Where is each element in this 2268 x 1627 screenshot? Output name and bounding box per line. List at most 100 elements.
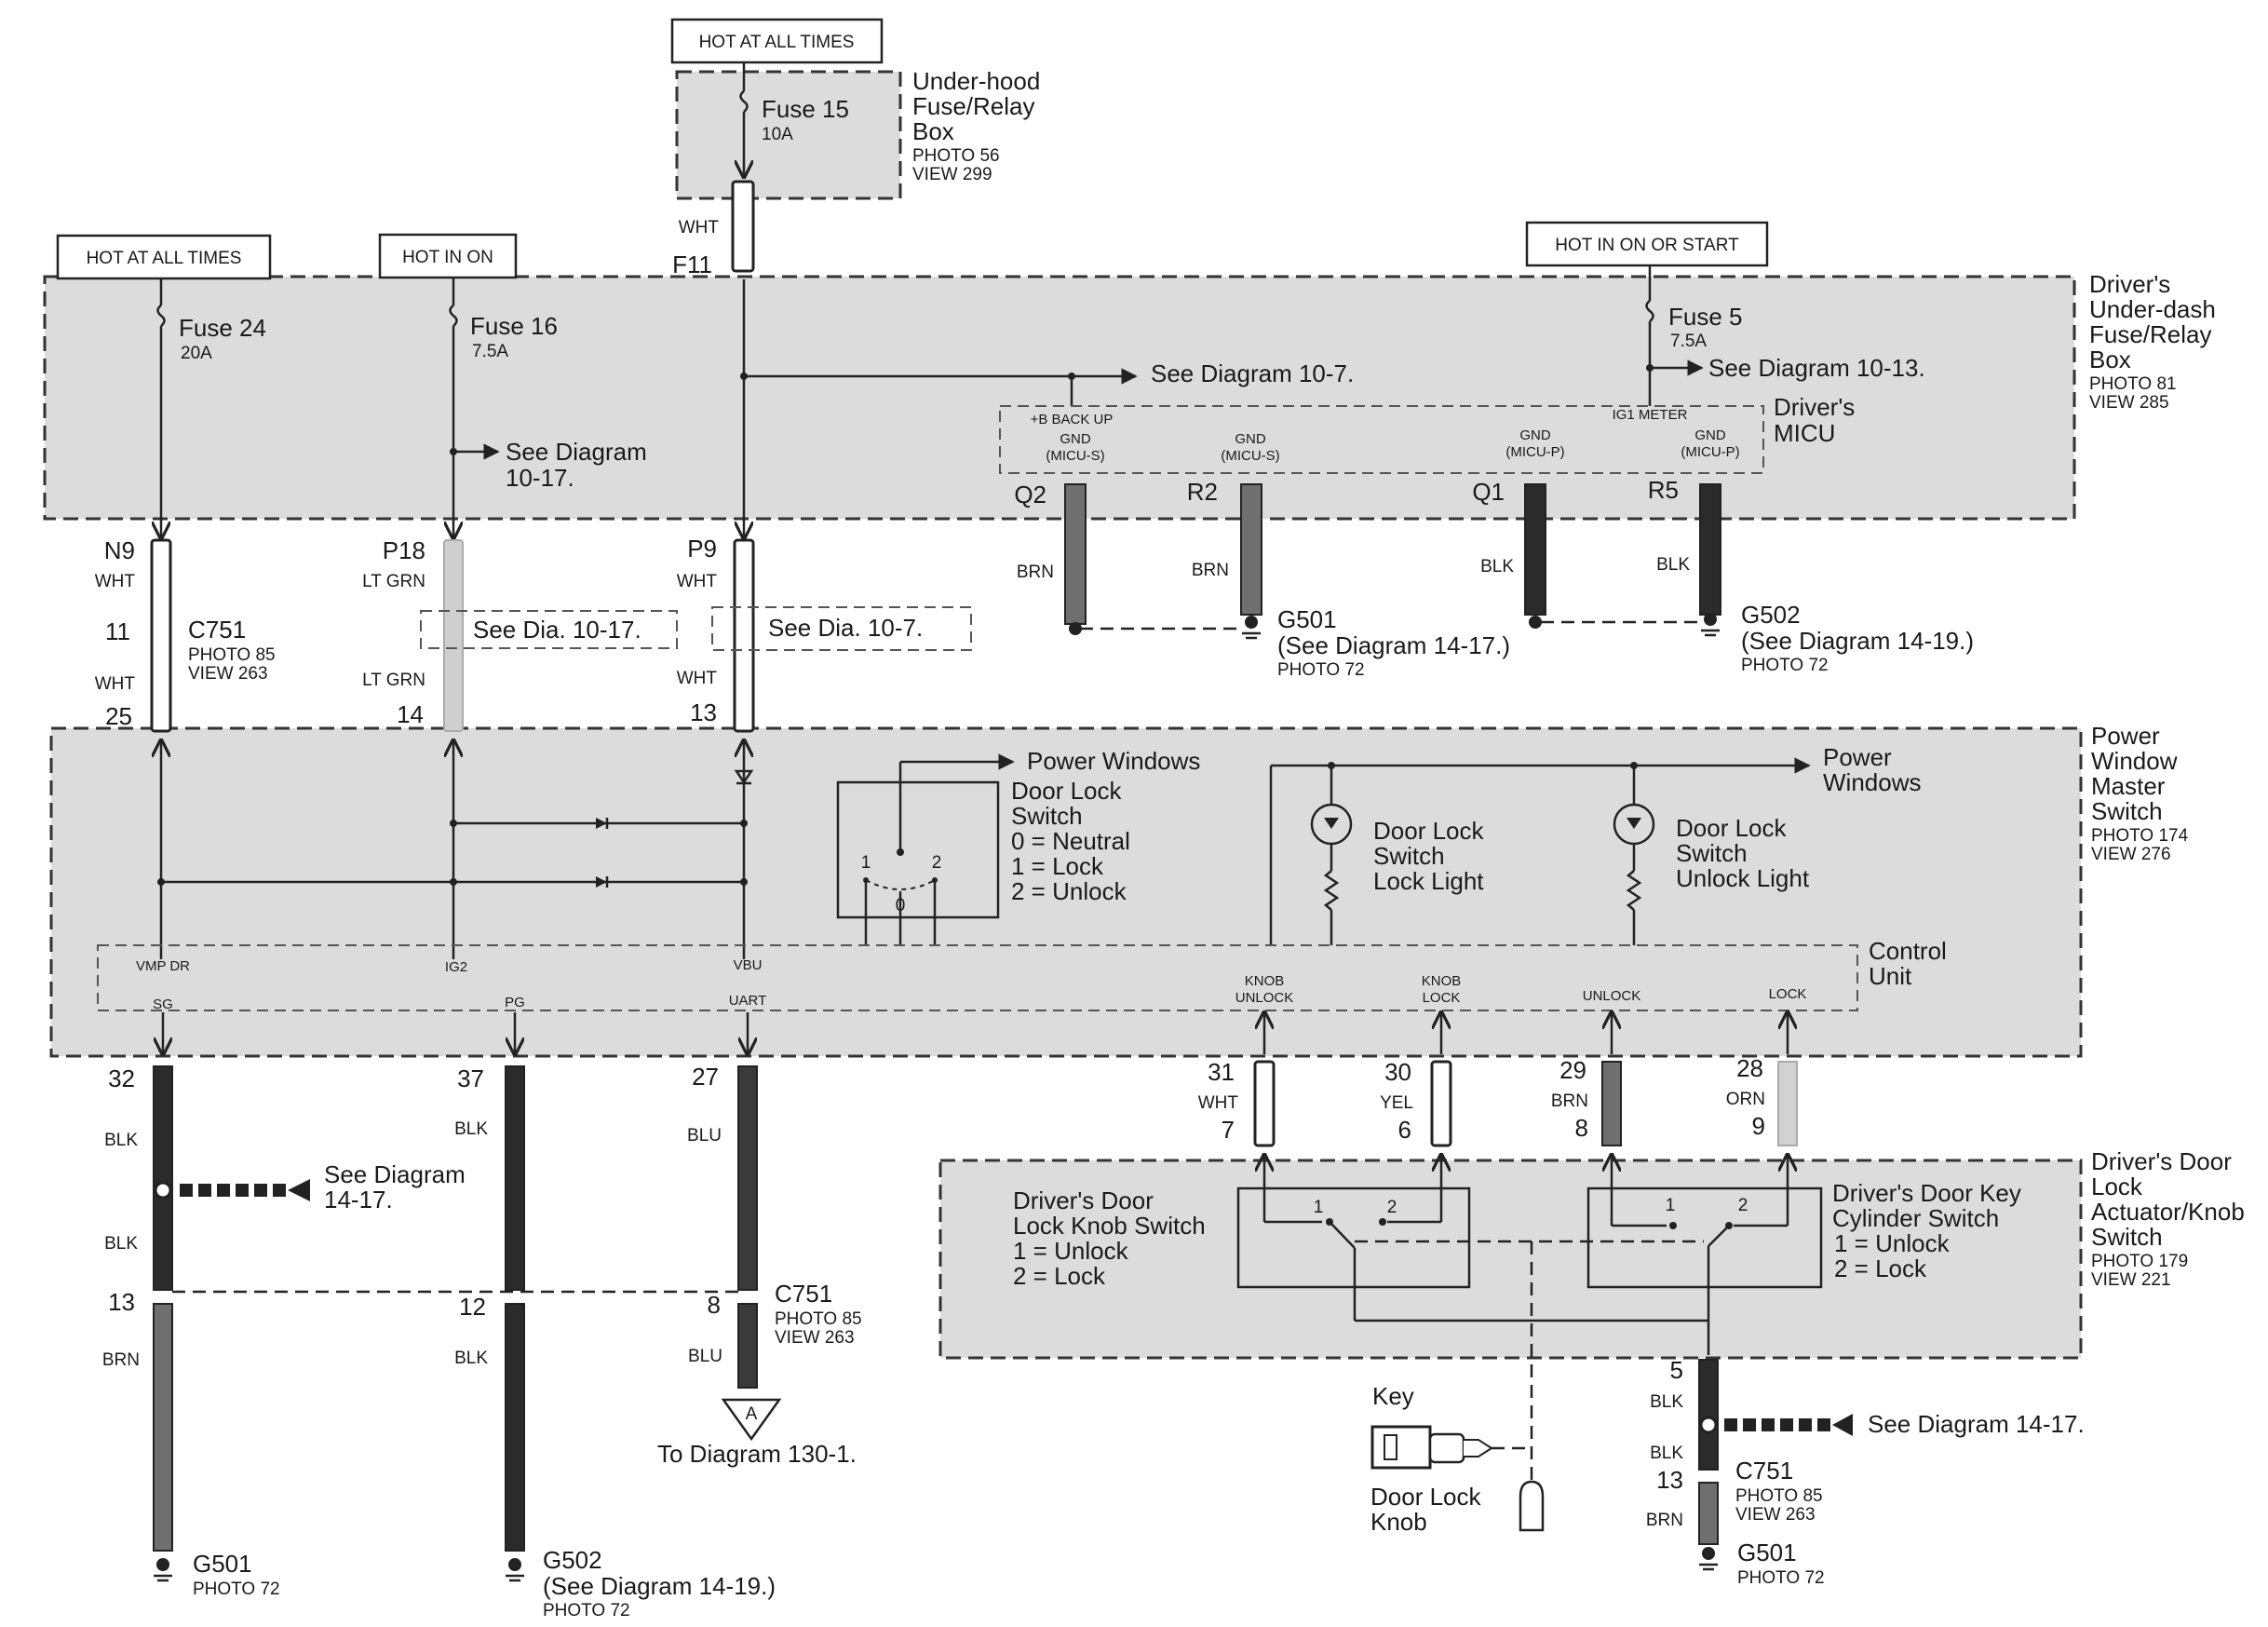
terminal-p9: P9 (687, 535, 717, 563)
c751-right-photo: PHOTO 85 (1735, 1486, 1823, 1506)
wire-p18-low-color: LT GRN (362, 671, 425, 690)
cu-knob-lock-2: LOCK (1423, 990, 1461, 1006)
lock-light-resistor-icon (1323, 870, 1340, 911)
door-lock-switch (836, 780, 1000, 919)
fuse-15-icon (739, 89, 749, 113)
under-dash-fuse-box (43, 275, 2076, 521)
pin-28: 28 (1736, 1054, 1763, 1082)
wire-p18 (443, 539, 464, 732)
master-title-4: Switch (2091, 797, 2163, 825)
control-unit-1: Control (1869, 937, 1947, 965)
pin-8-right: 8 (1575, 1114, 1588, 1142)
wire-28-orn (1777, 1061, 1798, 1146)
power-window-master-switch-box (49, 726, 2083, 1058)
g502-top-see: (See Diagram 14-19.) (1741, 627, 1974, 655)
fuse-15-name: Fuse 15 (762, 95, 849, 123)
pin-6: 6 (1398, 1116, 1411, 1144)
wire-q2-color: BRN (1017, 563, 1054, 582)
dls-line-1: Door Lock (1011, 777, 1122, 805)
key-switch-3: 1 = Unlock (1834, 1229, 1951, 1257)
pin-7: 7 (1222, 1116, 1235, 1144)
fuse-24-rating: 20A (181, 344, 212, 363)
wire-30-color: YEL (1380, 1093, 1413, 1113)
key-icon (1370, 1425, 1493, 1470)
wire-r5-color: BLK (1656, 555, 1690, 575)
door-lock-actuator-box (938, 1159, 2083, 1360)
wire-r2-brn (1240, 483, 1262, 616)
dash-view: VIEW 285 (2089, 393, 2169, 413)
pin-11: 11 (105, 617, 130, 645)
wire-n9 (150, 538, 172, 733)
hot-at-all-times-top-box (670, 18, 884, 64)
dash-title-1: Driver's (2089, 270, 2170, 298)
pin-13: 13 (690, 698, 717, 726)
terminal-r5: R5 (1648, 476, 1679, 504)
c751-right-view: VIEW 263 (1735, 1505, 1816, 1525)
wire-37-blk (505, 1065, 525, 1291)
micu-pin-q1-label-1: GND (1519, 427, 1551, 443)
control-unit-2: Unit (1869, 962, 1912, 990)
dash-photo: PHOTO 81 (2089, 374, 2177, 394)
g501-left-photo: PHOTO 72 (193, 1580, 280, 1599)
micu-pin-r5-label-2: (MICU-P) (1681, 444, 1739, 460)
micu-pin-q1-label-2: (MICU-P) (1505, 444, 1564, 460)
power-windows-a: Power Windows (1027, 747, 1200, 775)
dls-line-2: Switch (1011, 802, 1083, 830)
master-photo: PHOTO 174 (2091, 826, 2189, 846)
wire-p18-color: LT GRN (362, 572, 425, 591)
pin-13-right: 13 (1656, 1466, 1683, 1494)
actuator-title-2: Lock (2091, 1173, 2143, 1200)
key-label: Key (1372, 1382, 1414, 1410)
fuse-5-see-diagram: See Diagram 10-13. (1708, 354, 1925, 382)
cu-sg: SG (153, 997, 173, 1012)
see-dia-107: See Dia. 10-7. (768, 614, 923, 642)
driver-micu (999, 405, 1764, 474)
fuse-5-name: Fuse 5 (1668, 303, 1743, 331)
g501-top-photo: PHOTO 72 (1277, 660, 1365, 680)
wire-13-right-color: BRN (1646, 1511, 1683, 1530)
lock-light-1: Door Lock (1373, 817, 1484, 845)
pin-25: 25 (105, 702, 132, 730)
key-switch-2: Cylinder Switch (1832, 1204, 1999, 1232)
dash-title-4: Box (2089, 346, 2131, 373)
underhood-title-1: Under-hood (912, 67, 1040, 95)
fuse-16-name: Fuse 16 (470, 312, 558, 340)
g502-top-name: G502 (1741, 601, 1801, 629)
wire-31-color: WHT (1198, 1093, 1239, 1113)
fuse-16-rating: 7.5A (472, 342, 508, 361)
see-dia-1017-box (420, 610, 678, 649)
wire-13-brn (153, 1303, 173, 1552)
actuator-title-3: Actuator/Knob (2091, 1198, 2245, 1226)
wire-32-color: BLK (104, 1131, 138, 1150)
door-lock-knob-1: Door Lock (1370, 1483, 1481, 1511)
underhood-fuse-box (675, 70, 902, 200)
cu-lock: LOCK (1769, 986, 1807, 1002)
unlock-light-2: Switch (1676, 839, 1748, 867)
pin-31: 31 (1208, 1058, 1235, 1086)
terminal-n9: N9 (104, 536, 135, 564)
terminal-q1: Q1 (1472, 478, 1505, 506)
key-pos-1: 1 (1666, 1196, 1676, 1215)
cu-uart: UART (729, 993, 767, 1009)
wire-p9-low-color: WHT (677, 669, 718, 688)
wire-27-blu (737, 1065, 758, 1291)
wire-8-color: BLU (688, 1347, 722, 1366)
key-cylinder-switch (1586, 1186, 1823, 1289)
f11-see-diagram: See Diagram 10-7. (1151, 359, 1354, 387)
ground-g502-left-icon (506, 1558, 524, 1582)
fuse-24-name: Fuse 24 (179, 314, 266, 342)
actuator-photo: PHOTO 179 (2091, 1252, 2188, 1271)
pin-13-left: 13 (108, 1288, 135, 1316)
terminal-p18: P18 (383, 536, 425, 564)
wire-5b-color: BLK (1650, 1444, 1683, 1463)
door-lock-knob-icon (1519, 1480, 1545, 1532)
c751-right-name: C751 (1735, 1457, 1793, 1485)
hot-in-on-or-start: HOT IN ON OR START (1555, 236, 1739, 255)
pin-9: 9 (1752, 1112, 1765, 1140)
dls-line-5: 2 = Unlock (1011, 877, 1127, 905)
pin-5: 5 (1670, 1356, 1683, 1384)
hot-at-all-times-left: HOT AT ALL TIMES (87, 249, 242, 268)
micu-pin-r2-label-2: (MICU-S) (1221, 448, 1279, 464)
dls-pos-0: 0 (896, 896, 906, 915)
